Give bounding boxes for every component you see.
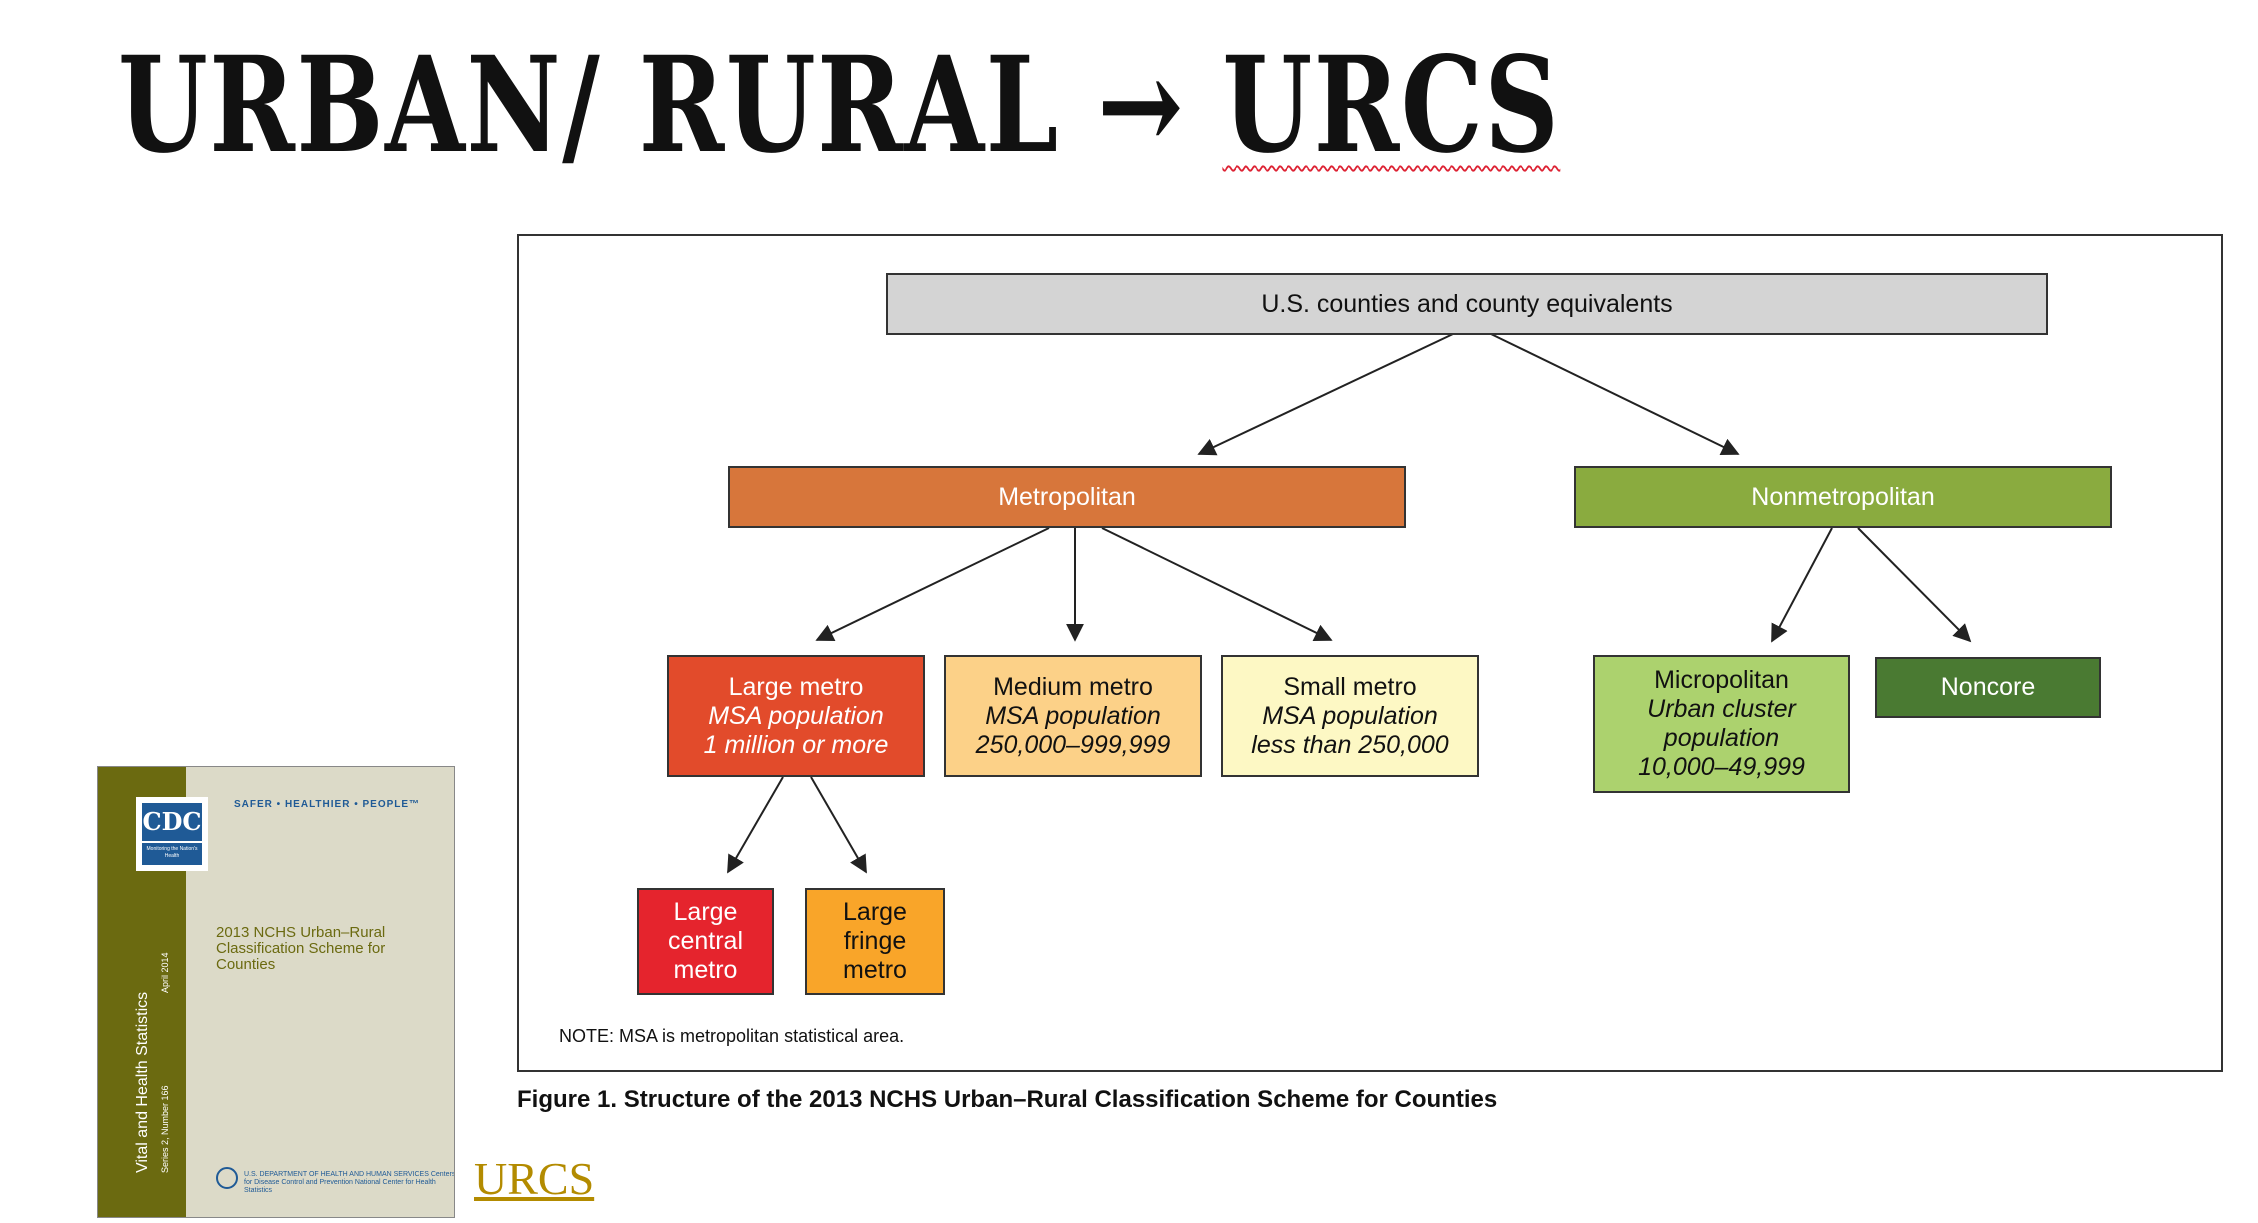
- node-metropolitan: Metropolitan: [728, 466, 1406, 528]
- urcs-link[interactable]: URCS: [474, 1153, 595, 1204]
- cdc-logo-text: CDC: [142, 803, 202, 841]
- arrow-root-nonmetro: [1490, 333, 1740, 456]
- figure-note: NOTE: MSA is metropolitan statistical ar…: [559, 1026, 905, 1046]
- large-fringe-l2: fringe: [843, 927, 907, 955]
- node-large-central-metro: Large central metro: [637, 888, 774, 995]
- arrow-nonmetro-noncore: [1857, 527, 1972, 643]
- cover-title: 2013 NCHS Urban–Rural Classification Sch…: [216, 924, 386, 973]
- title-arrow: →: [1097, 28, 1185, 183]
- large-central-l1: Large: [673, 898, 738, 926]
- large-fringe-l1: Large: [843, 898, 907, 926]
- hhs-eagle-icon: [216, 1167, 238, 1189]
- spine-series-text: Series 2, Number 166: [160, 1085, 170, 1173]
- arrow-metro-small: [1101, 527, 1333, 641]
- node-micropolitan: Micropolitan Urban cluster population 10…: [1593, 655, 1850, 793]
- noncore-label: Noncore: [1940, 673, 2036, 701]
- medium-metro-line2: MSA population: [985, 701, 1161, 730]
- arrow-root-metro: [1197, 333, 1454, 456]
- node-root: U.S. counties and county equivalents: [886, 273, 2048, 335]
- small-metro-name: Small metro: [1283, 672, 1417, 701]
- small-metro-line3: less than 250,000: [1251, 730, 1449, 759]
- large-metro-line3: 1 million or more: [703, 730, 889, 759]
- slide-title: URBAN/ RURAL → URCS: [118, 40, 1560, 172]
- spine-main-text: Vital and Health Statistics: [134, 991, 151, 1173]
- arrow-nonmetro-micro: [1771, 527, 1833, 643]
- large-fringe-l3: metro: [843, 956, 907, 984]
- arrow-large-fringe: [810, 776, 867, 874]
- node-root-label: U.S. counties and county equivalents: [1261, 289, 1673, 318]
- node-nonmetropolitan-label: Nonmetropolitan: [1751, 482, 1935, 511]
- cdc-logo: CDC Monitoring the Nation's Health: [136, 797, 208, 871]
- report-cover-image: Vital and Health Statistics Series 2, Nu…: [97, 766, 455, 1218]
- title-part1: URBAN/ RURAL: [118, 28, 1098, 183]
- cover-tagline: SAFER • HEALTHIER • PEOPLE™: [234, 799, 421, 810]
- large-central-l3: metro: [673, 956, 738, 984]
- arrow-large-central: [727, 776, 784, 874]
- figure-caption: Figure 1. Structure of the 2013 NCHS Urb…: [517, 1086, 1498, 1113]
- connector-arrows: [727, 333, 1972, 874]
- micropolitan-line3: population: [1663, 724, 1780, 752]
- large-metro-name: Large metro: [728, 672, 864, 701]
- node-small-metro: Small metro MSA population less than 250…: [1221, 655, 1479, 777]
- cover-hhs-text: U.S. DEPARTMENT OF HEALTH AND HUMAN SERV…: [244, 1171, 455, 1194]
- node-large-metro: Large metro MSA population 1 million or …: [667, 655, 925, 777]
- large-metro-line2: MSA population: [708, 701, 884, 730]
- figure-frame: U.S. counties and county equivalents Met…: [517, 234, 2223, 1072]
- medium-metro-line3: 250,000–999,999: [975, 730, 1171, 759]
- node-medium-metro: Medium metro MSA population 250,000–999,…: [944, 655, 1202, 777]
- small-metro-line2: MSA population: [1262, 701, 1438, 730]
- spine-date-text: April 2014: [160, 952, 170, 993]
- node-large-fringe-metro: Large fringe metro: [805, 888, 945, 995]
- medium-metro-name: Medium metro: [993, 672, 1153, 701]
- micropolitan-name: Micropolitan: [1654, 666, 1789, 694]
- node-noncore: Noncore: [1875, 657, 2101, 718]
- micropolitan-line4: 10,000–49,999: [1638, 753, 1805, 781]
- title-part2: URCS: [1222, 28, 1561, 183]
- node-nonmetropolitan: Nonmetropolitan: [1574, 466, 2112, 528]
- arrow-metro-large: [815, 527, 1050, 642]
- cdc-logo-subtext: Monitoring the Nation's Health: [142, 843, 202, 865]
- node-metropolitan-label: Metropolitan: [998, 482, 1136, 511]
- micropolitan-line2: Urban cluster: [1647, 695, 1796, 723]
- large-central-l2: central: [667, 927, 744, 955]
